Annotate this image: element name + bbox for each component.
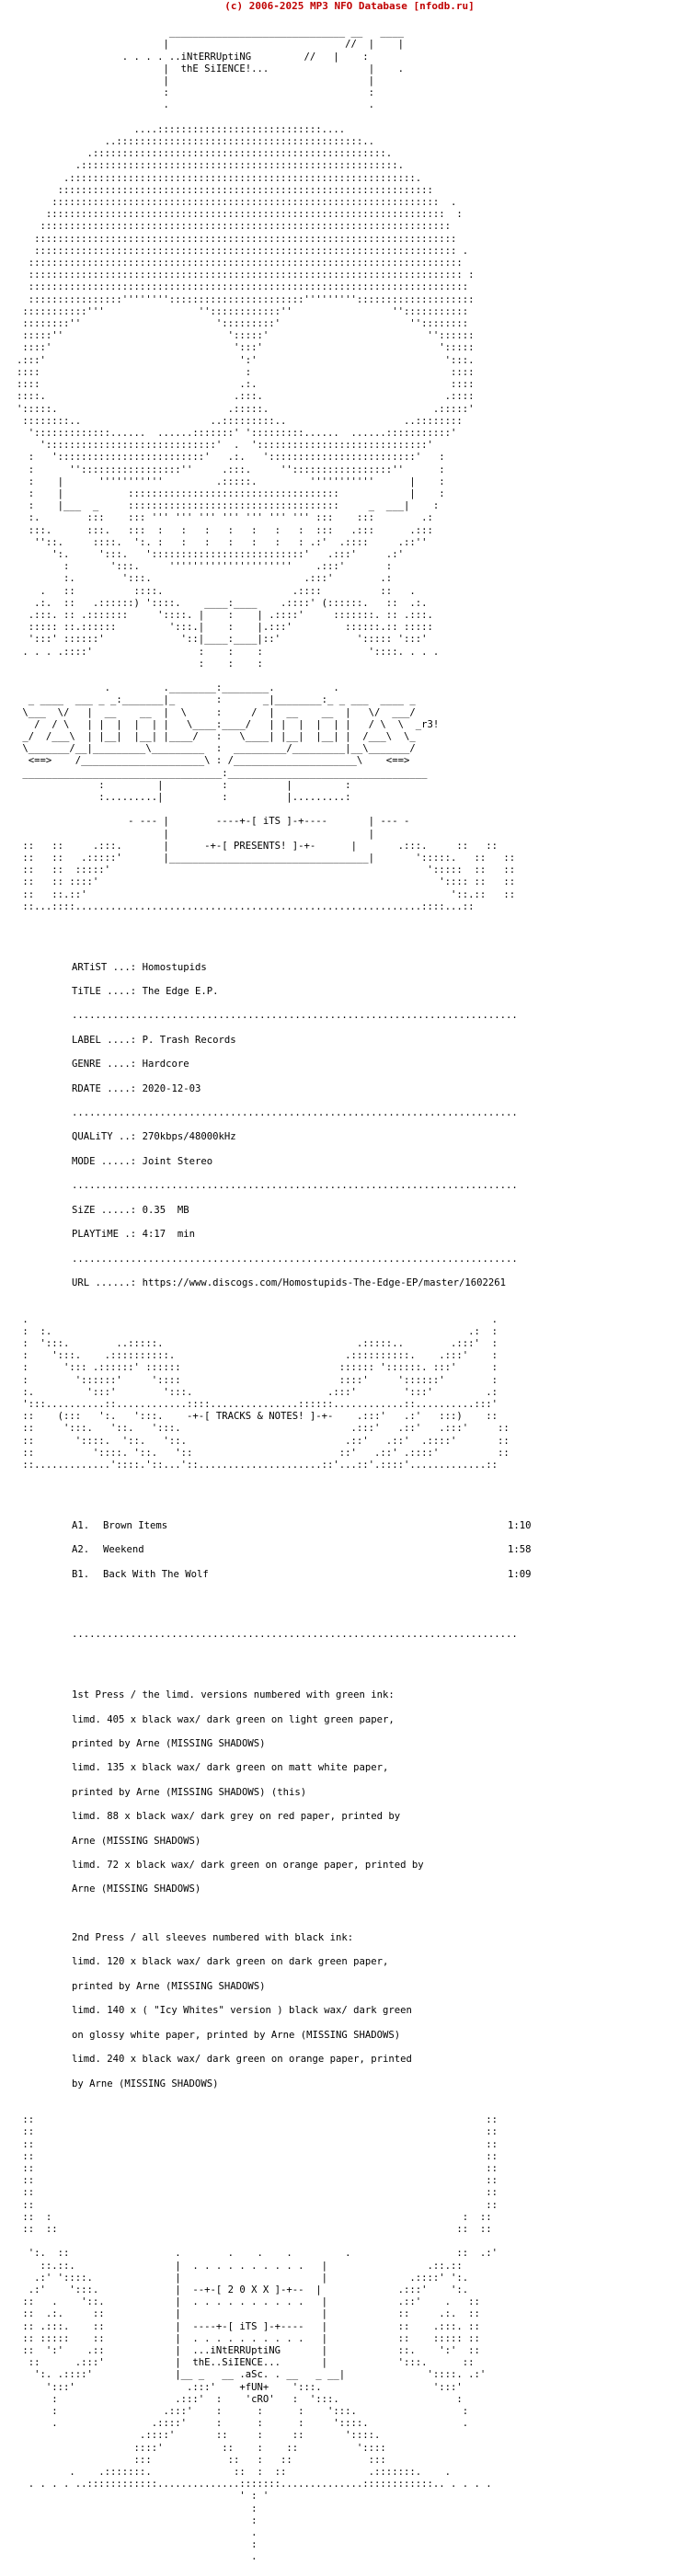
- note-line: limd. 405 x black wax/ dark green on lig…: [72, 1713, 395, 1725]
- label-row: LABEL ....: P. Trash Records: [72, 1034, 236, 1046]
- genre-value: Hardcore: [142, 1059, 189, 1070]
- site-header: (c) 2006-2025 MP3 NFO Database [nfodb.ru…: [224, 0, 475, 12]
- note-line: printed by Arne (MISSING SHADOWS): [72, 1738, 266, 1750]
- note-line: on glossy white paper, printed by Arne (…: [72, 2029, 401, 2041]
- note-line: limd. 140 x ( "Icy Whites" version ) bla…: [72, 2005, 412, 2017]
- tag-cro: cRO: [251, 2393, 269, 2405]
- left-right-rails: :: :: :: :: ::: [22, 2114, 498, 2235]
- title-value: The Edge E.P.: [142, 986, 219, 998]
- note-line: 1st Press / the limd. versions numbered …: [72, 1689, 395, 1701]
- size-value: 0.35 MB: [142, 1204, 189, 1216]
- presents-label: PRESENTS!: [234, 840, 287, 852]
- playtime-row: PLAYTiME .: 4:17 min: [72, 1229, 195, 1241]
- note-line: limd. 135 x black wax/ dark green on mat…: [72, 1762, 389, 1774]
- mode-row: MODE .....: Joint Stereo: [72, 1155, 213, 1167]
- note-line: limd. 72 x black wax/ dark green on oran…: [72, 1860, 424, 1872]
- footer-group-name-top: ...iNtERRUptiNG: [192, 2344, 281, 2356]
- group-name-bottom: thE SiIENCE!...: [180, 63, 269, 74]
- its-label: iTS: [262, 816, 281, 828]
- rdate-value: 2020-12-03: [142, 1082, 201, 1094]
- title-row: TiTLE ....: The Edge E.P.: [72, 986, 219, 998]
- note-line: by Arne (MISSING SHADOWS): [72, 2078, 219, 2089]
- presents-box: - --- | ----+-[ iTS ]-+---- | --- - | | …: [17, 816, 516, 912]
- track-title: Back With The Wolf: [103, 1568, 209, 1580]
- playtime-value: 4:17 min: [142, 1229, 195, 1241]
- year-label: 2 0 X X: [227, 2284, 269, 2296]
- note-line: limd. 240 x black wax/ dark green on ora…: [72, 2054, 412, 2066]
- banner-tag: _r3!: [415, 718, 440, 730]
- release-info: ARTiST ...: Homostupids TiTLE ....: The …: [17, 949, 688, 1301]
- track-title: Weekend: [103, 1544, 144, 1556]
- track-duration: 1:58: [508, 1544, 532, 1556]
- group-logo-art: ______________________________ __ ____ |…: [121, 27, 404, 111]
- label-value: P. Trash Records: [142, 1034, 236, 1046]
- note-line: Arne (MISSING SHADOWS): [72, 1883, 201, 1895]
- mode-value: Joint Stereo: [142, 1155, 213, 1167]
- artist-value: Homostupids: [142, 961, 207, 973]
- footer-group-name-bottom: thE..SiIENCE...: [192, 2357, 281, 2369]
- tag-asc: aSc.: [245, 2369, 269, 2381]
- note-line: Arne (MISSING SHADOWS): [72, 1835, 201, 1847]
- genre-row: GENRE ....: Hardcore: [72, 1059, 189, 1070]
- rdate-row: RDATE ....: 2020-12-03: [72, 1082, 201, 1094]
- size-row: SiZE .....: 0.35 MB: [72, 1204, 189, 1216]
- footer-its-label: iTS: [239, 2320, 258, 2332]
- note-line: printed by Arne (MISSING SHADOWS) (this): [72, 1786, 307, 1798]
- footer-art: ':. :: . . . . . :: .:' ::.::. | . . . .…: [22, 2248, 498, 2563]
- tag-fun: +fUN+: [239, 2381, 269, 2393]
- skull-art: ....::::::::::::::::::::::::::::.... ..:…: [17, 123, 475, 670]
- quality-row: QUALiTY ..: 270kbps/48000kHz: [72, 1131, 236, 1143]
- artist-row: ARTiST ...: Homostupids: [72, 961, 207, 973]
- track-title: Brown Items: [103, 1519, 168, 1531]
- track-duration: 1:10: [508, 1519, 532, 1531]
- url-row: URL ......: https://www.discogs.com/Homo…: [72, 1277, 506, 1288]
- nfo-document: ______________________________ __ ____ |…: [17, 15, 688, 2576]
- note-line: limd. 120 x black wax/ dark green on dar…: [72, 1956, 389, 1968]
- note-line: limd. 88 x black wax/ dark grey on red p…: [72, 1811, 401, 1823]
- tracks-divider-art: . . : :. .: : : ':::. ..:::::.: [22, 1313, 510, 1471]
- tracks-notes-label: TRACKS & NOTES!: [215, 1411, 304, 1423]
- track-duration: 1:09: [508, 1568, 532, 1580]
- note-line: printed by Arne (MISSING SHADOWS): [72, 1980, 266, 1992]
- banner-art: . .________:________. . _ ____ ___ _ _:_…: [22, 682, 440, 803]
- discogs-url[interactable]: https://www.discogs.com/Homostupids-The-…: [142, 1277, 506, 1288]
- press-notes: 1st Press / the limd. versions numbered …: [17, 1677, 688, 2102]
- group-name-top: ..iNtERRUptiNG: [168, 51, 252, 63]
- quality-value: 270kbps/48000kHz: [142, 1131, 236, 1143]
- note-line: 2nd Press / all sleeves numbered with bl…: [72, 1932, 354, 1944]
